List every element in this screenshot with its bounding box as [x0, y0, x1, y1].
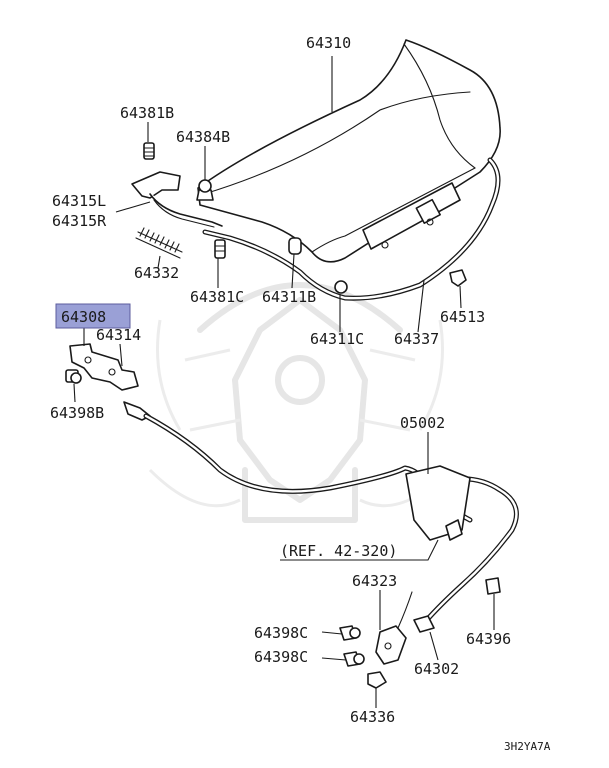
label-64315l[interactable]: 64315L	[52, 192, 106, 210]
label-64311c[interactable]: 64311C	[310, 330, 364, 348]
bolt-64398c-upper[interactable]	[339, 625, 361, 641]
label-64323[interactable]: 64323	[352, 572, 397, 590]
diagram-code: 3H2YA7A	[504, 740, 551, 753]
label-64396[interactable]: 64396	[466, 630, 511, 648]
label-64384b[interactable]: 64384B	[176, 128, 230, 146]
label-64332[interactable]: 64332	[134, 264, 179, 282]
label-64381b[interactable]: 64381B	[120, 104, 174, 122]
label-64315r[interactable]: 64315R	[52, 212, 107, 230]
clip-64513[interactable]	[449, 269, 467, 287]
bolt-64398b[interactable]	[65, 369, 82, 384]
bracket-64336[interactable]	[367, 671, 387, 689]
label-64311b[interactable]: 64311B	[262, 288, 316, 306]
label-64381c[interactable]: 64381C	[190, 288, 244, 306]
bolt-64381c[interactable]	[214, 239, 226, 259]
bumper-64384b[interactable]	[196, 179, 214, 201]
label-64302[interactable]: 64302	[414, 660, 459, 678]
label-ref-42-320[interactable]: (REF. 42-320)	[280, 542, 397, 560]
part-labels: 64310 64381B 64384B 64315L 64315R 64332 …	[50, 34, 551, 753]
label-64398c-lower[interactable]: 64398C	[254, 648, 308, 666]
bolt-64381b[interactable]	[143, 142, 155, 160]
bumper-64311c[interactable]	[334, 280, 348, 294]
bolt-64398c-lower[interactable]	[343, 651, 365, 667]
highlight-box	[55, 303, 131, 329]
watermark-emblem	[148, 282, 452, 523]
latch-64314[interactable]	[69, 343, 139, 391]
trunk-lid[interactable]	[197, 39, 501, 263]
trunk-hinge-64315[interactable]	[131, 171, 223, 228]
bumper-64311b[interactable]	[288, 237, 302, 255]
spring-64332[interactable]	[135, 227, 183, 259]
label-64398c-upper[interactable]: 64398C	[254, 624, 308, 642]
label-64308[interactable]: 64308	[61, 308, 106, 326]
label-64398b[interactable]: 64398B	[50, 404, 104, 422]
label-64336[interactable]: 64336	[350, 708, 395, 726]
release-lever-64323[interactable]	[375, 591, 413, 665]
label-05002[interactable]: 05002	[400, 414, 445, 432]
label-64513[interactable]: 64513	[440, 308, 485, 326]
release-cable-05002[interactable]	[123, 401, 519, 633]
weatherstrip-64337[interactable]	[202, 157, 501, 301]
label-64337[interactable]: 64337	[394, 330, 439, 348]
label-64314[interactable]: 64314	[96, 326, 141, 344]
label-64310[interactable]: 64310	[306, 34, 351, 52]
leader-lines	[73, 56, 495, 708]
clip-64396[interactable]	[485, 577, 501, 595]
